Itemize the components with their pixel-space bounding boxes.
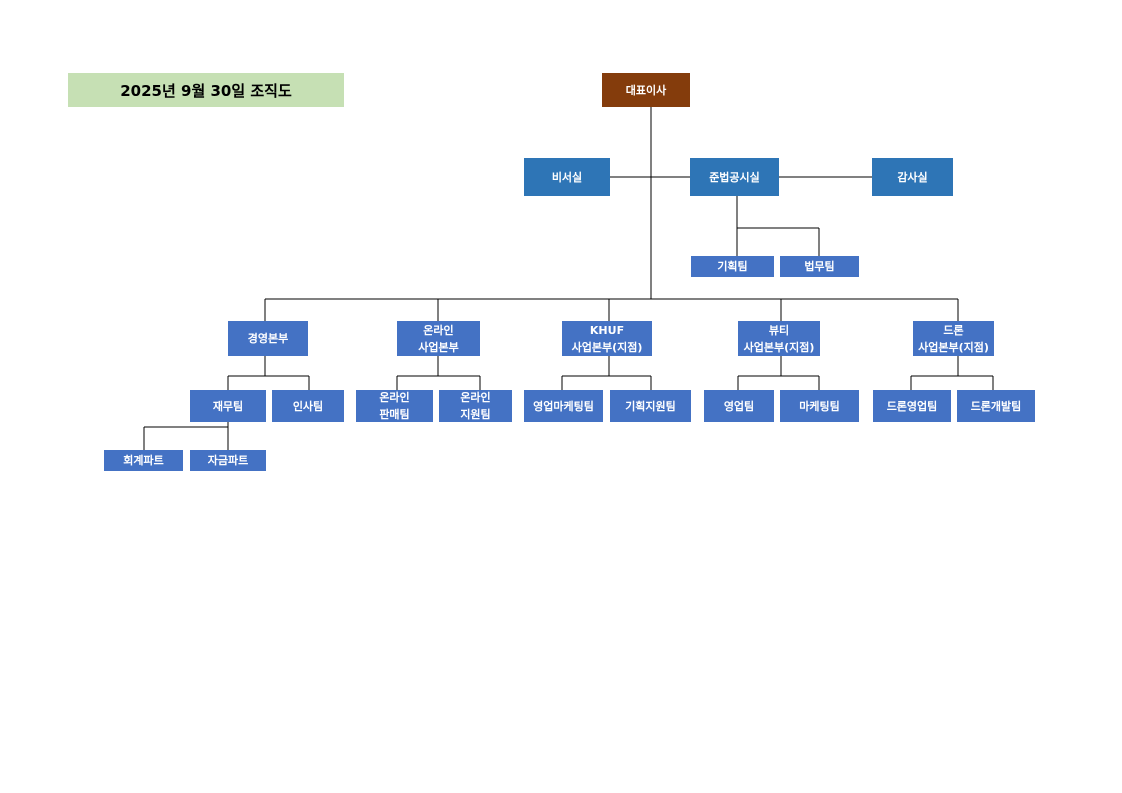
beauty-hq-box: 뷰티 사업본부(지점) xyxy=(738,321,820,356)
compliance-box: 준법공시실 xyxy=(690,158,779,196)
planning-team-box: 기획팀 xyxy=(691,256,774,277)
page-title: 2025년 9월 30일 조직도 xyxy=(68,73,344,107)
khuf-hq-box: KHUF 사업본부(지점) xyxy=(562,321,652,356)
online-sales-team-box: 온라인 판매팀 xyxy=(356,390,433,422)
ceo-box: 대표이사 xyxy=(602,73,690,107)
beauty-marketing-team-box: 마케팅팀 xyxy=(780,390,859,422)
drone-dev-team-box: 드론개발팀 xyxy=(957,390,1035,422)
planning-support-team-box: 기획지원팀 xyxy=(610,390,691,422)
audit-box: 감사실 xyxy=(872,158,953,196)
sales-marketing-team-box: 영업마케팅팀 xyxy=(524,390,603,422)
finance-team-box: 재무팀 xyxy=(190,390,266,422)
drone-hq-box: 드론 사업본부(지점) xyxy=(913,321,994,356)
online-support-team-box: 온라인 지원팀 xyxy=(439,390,512,422)
beauty-sales-team-box: 영업팀 xyxy=(704,390,774,422)
secretary-box: 비서실 xyxy=(524,158,610,196)
management-hq-box: 경영본부 xyxy=(228,321,308,356)
funds-part-box: 자금파트 xyxy=(190,450,266,471)
accounting-part-box: 회계파트 xyxy=(104,450,183,471)
drone-sales-team-box: 드론영업팀 xyxy=(873,390,951,422)
online-hq-box: 온라인 사업본부 xyxy=(397,321,480,356)
hr-team-box: 인사팀 xyxy=(272,390,344,422)
legal-team-box: 법무팀 xyxy=(780,256,859,277)
